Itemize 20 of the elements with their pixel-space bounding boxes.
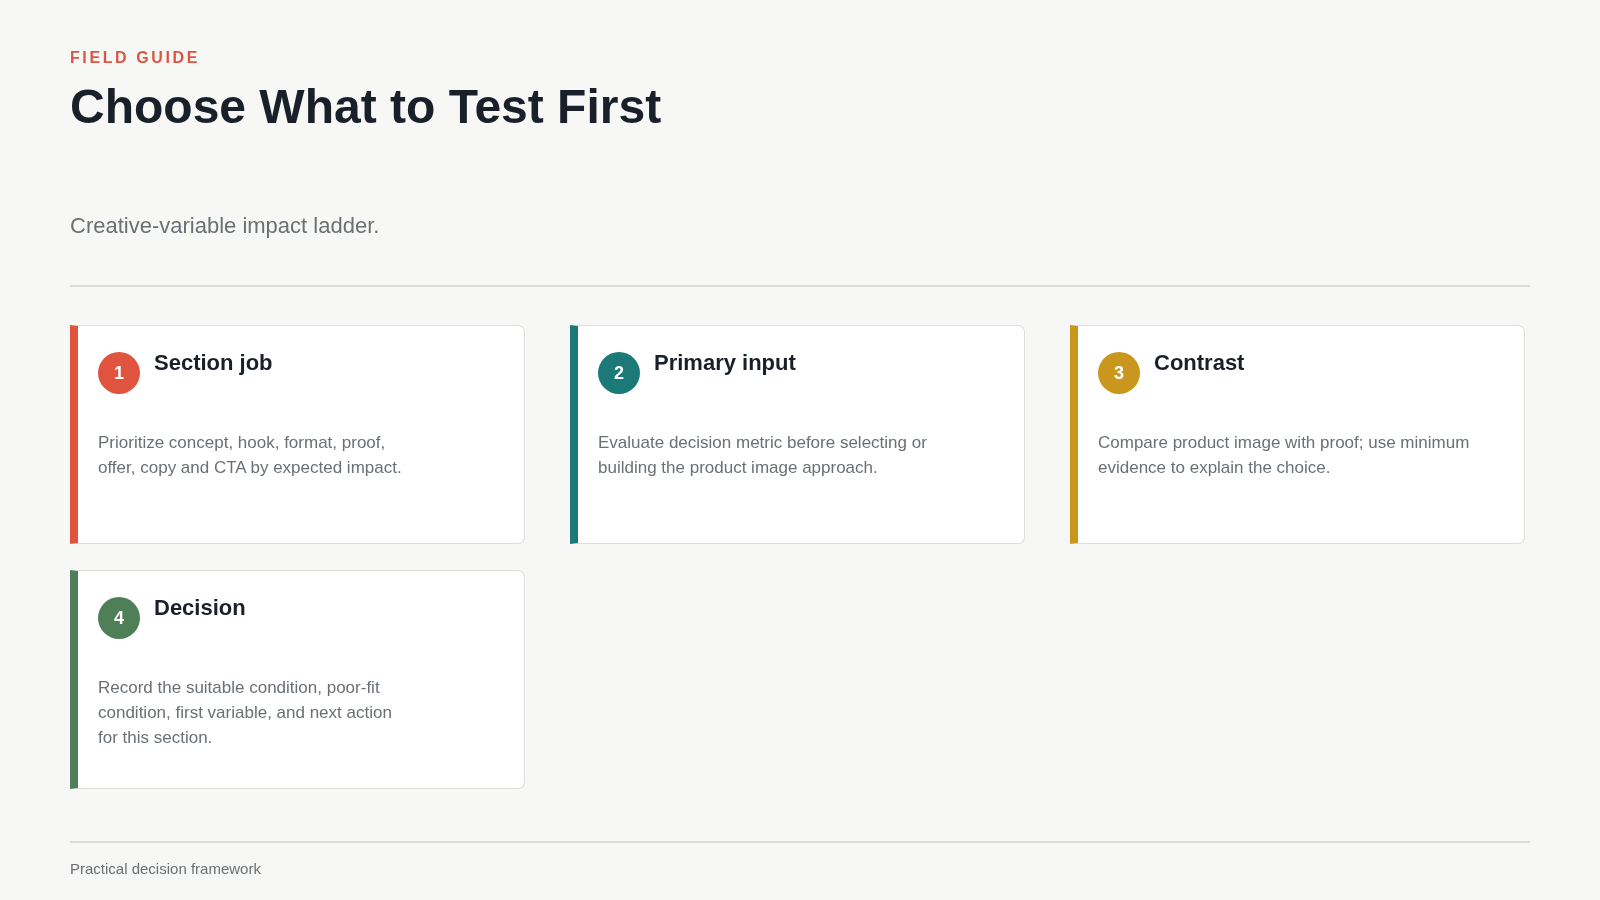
card-heading: Decision: [154, 594, 246, 622]
eyebrow-text: FIELD GUIDE: [70, 48, 200, 68]
card-description: Record the suitable condition, poor-fit condition, first variable, and next action for this section.: [98, 677, 393, 749]
card-heading: Section job: [154, 349, 273, 377]
page-title: Choose What to Test First: [70, 79, 662, 135]
card-heading: Contrast: [1154, 349, 1245, 377]
subtitle-text: Creative-variable impact ladder.: [70, 212, 380, 240]
step-number: 3: [1098, 352, 1140, 394]
footer-text: Practical decision framework: [70, 859, 261, 879]
step-number: 4: [98, 597, 140, 639]
card-heading: Primary input: [654, 349, 796, 377]
step-number: 1: [98, 352, 140, 394]
step-card: [570, 325, 1025, 544]
step-number: 2: [598, 352, 640, 394]
card-description: Evaluate decision metric before selecting or building the product image approach.: [598, 432, 928, 479]
step-card: [70, 570, 525, 789]
card-description: Prioritize concept, hook, format, proof, offer, copy and CTA by expected impact.: [98, 432, 403, 479]
step-card: [70, 325, 525, 544]
card-description: Compare product image with proof; use minimum evidence to explain the choice.: [1098, 432, 1471, 479]
step-card: [1070, 325, 1525, 544]
